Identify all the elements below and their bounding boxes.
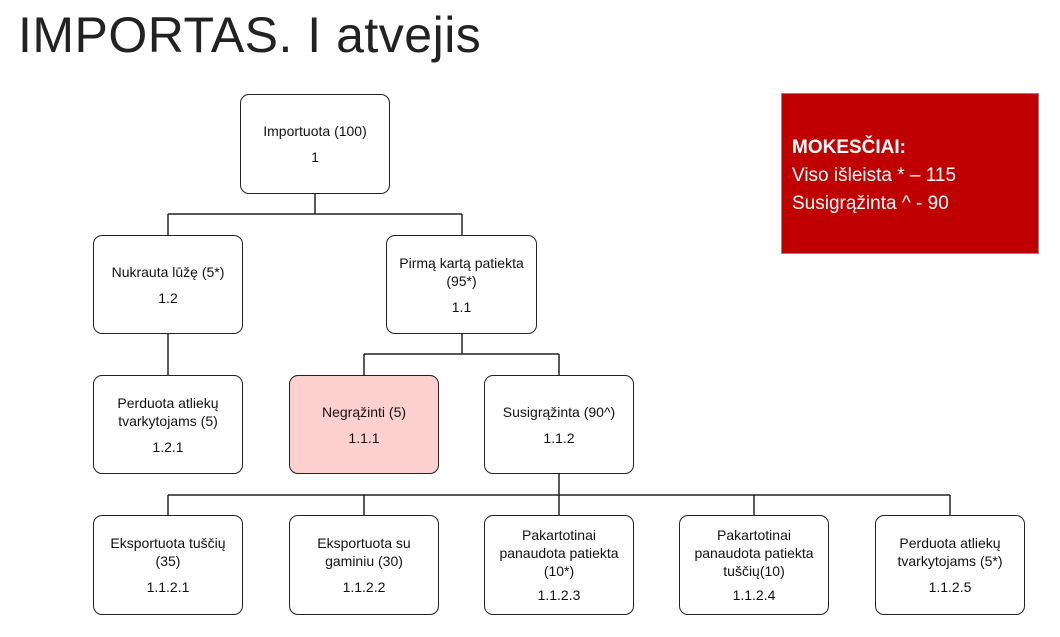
node-code: 1.1.2.1 — [146, 579, 190, 595]
node-label: Importuota (100) — [263, 123, 367, 139]
node-label: Pirmą kartą patiekta (95*) — [399, 254, 524, 289]
node-code: 1.2 — [158, 289, 178, 306]
node-code: 1.1.2.4 — [732, 587, 776, 603]
node-label: Perduota atliekų tvarkytojams (5*) — [897, 535, 1003, 569]
node-1-1-2: Susigrąžinta (90^) 1.1.2 — [484, 375, 634, 474]
node-code: 1.1 — [451, 298, 472, 315]
node-code: 1.1.2 — [543, 429, 575, 446]
taxes-total-issued: Viso išleista * – 115 — [792, 165, 957, 186]
node-1-1-2-1: Eksportuota tuščių (35) 1.1.2.1 — [93, 515, 243, 615]
node-1-1-1: Negrąžinti (5) 1.1.1 — [289, 375, 439, 474]
node-label: Negrąžinti (5) — [321, 403, 407, 420]
node-code: 1.1.2.3 — [537, 587, 581, 603]
node-1-1-2-5: Perduota atliekų tvarkytojams (5*) 1.1.2… — [875, 515, 1025, 615]
taxes-box: MOKESČIAI: Viso išleista * – 115 Susigrą… — [781, 93, 1039, 254]
node-1-1: Pirmą kartą patiekta (95*) 1.1 — [386, 235, 537, 334]
node-code: 1 — [311, 149, 319, 165]
taxes-recovered: Susigrąžinta ^ - 90 — [792, 193, 949, 214]
node-label: Pakartotinai panaudota patiekta (10*) — [499, 527, 619, 579]
node-1-2: Nukrauta lūžę (5*) 1.2 — [93, 235, 243, 334]
node-code: 1.1.2.5 — [928, 579, 972, 595]
node-1-2-1: Perduota atliekų tvarkytojams (5) 1.2.1 — [93, 375, 243, 474]
taxes-heading: MOKESČIAI: — [792, 137, 906, 158]
node-1-1-2-3: Pakartotinai panaudota patiekta (10*) 1.… — [484, 515, 634, 615]
node-label: Eksportuota tuščių (35) — [110, 535, 226, 569]
node-1-1-2-2: Eksportuota su gaminiu (30) 1.1.2.2 — [289, 515, 439, 615]
page-title: IMPORTAS. I atvejis — [18, 7, 482, 63]
node-1-1-2-4: Pakartotinai panaudota patiekta tuščių(1… — [679, 515, 829, 615]
node-label: Eksportuota su gaminiu (30) — [317, 535, 411, 569]
node-label: Susigrąžinta (90^) — [502, 403, 616, 420]
node-label: Pakartotinai panaudota patiekta tuščių(1… — [694, 527, 814, 579]
node-code: 1.1.1 — [348, 429, 380, 446]
node-code: 1.2.1 — [152, 438, 184, 455]
node-label: Nukrauta lūžę (5*) — [111, 263, 225, 280]
node-code: 1.1.2.2 — [342, 579, 386, 595]
node-1: Importuota (100) 1 — [240, 94, 390, 194]
node-label: Perduota atliekų tvarkytojams (5) — [117, 394, 219, 429]
